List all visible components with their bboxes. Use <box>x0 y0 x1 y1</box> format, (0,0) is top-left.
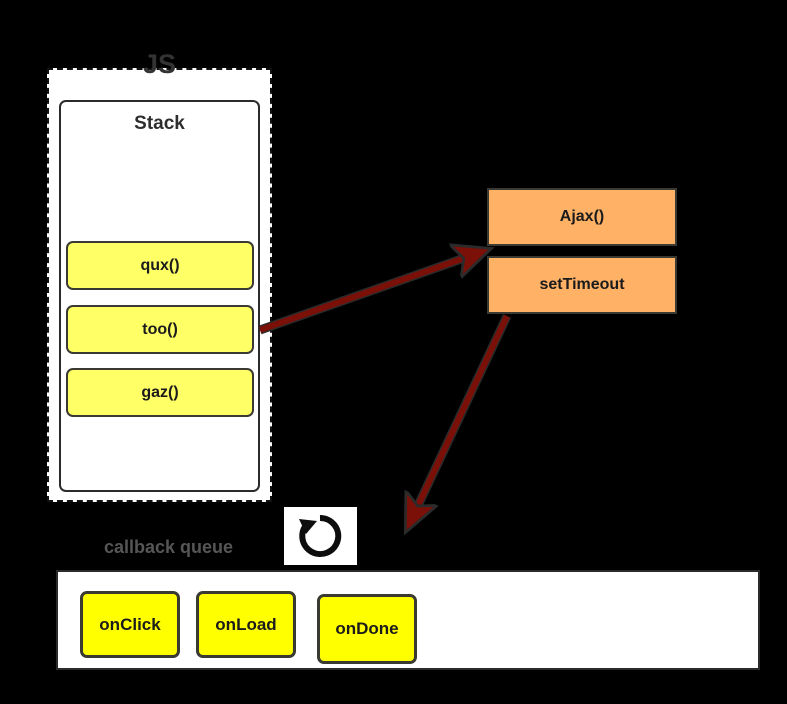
callback-onclick[interactable]: onClick <box>80 591 180 658</box>
refresh-loop-icon <box>299 514 342 557</box>
call-stack-title: Stack <box>134 113 185 134</box>
stack-frame-gaz[interactable]: gaz() <box>66 368 254 417</box>
stack-to-webapi-arrow <box>258 256 470 335</box>
web-api-settimeout[interactable]: setTimeout <box>487 256 677 314</box>
web-api-ajax[interactable]: Ajax() <box>487 188 677 246</box>
callback-queue-label: callback queue <box>104 537 234 557</box>
stack-frame-too[interactable]: too() <box>66 305 254 354</box>
callback-onload[interactable]: onLoad <box>196 591 296 658</box>
stack-frame-qux[interactable]: qux() <box>66 241 254 290</box>
call-stack-box <box>59 100 260 492</box>
event-loop-tile <box>284 507 357 565</box>
callback-ondone[interactable]: onDone <box>317 594 417 664</box>
webapi-to-queue-arrow <box>415 314 512 512</box>
